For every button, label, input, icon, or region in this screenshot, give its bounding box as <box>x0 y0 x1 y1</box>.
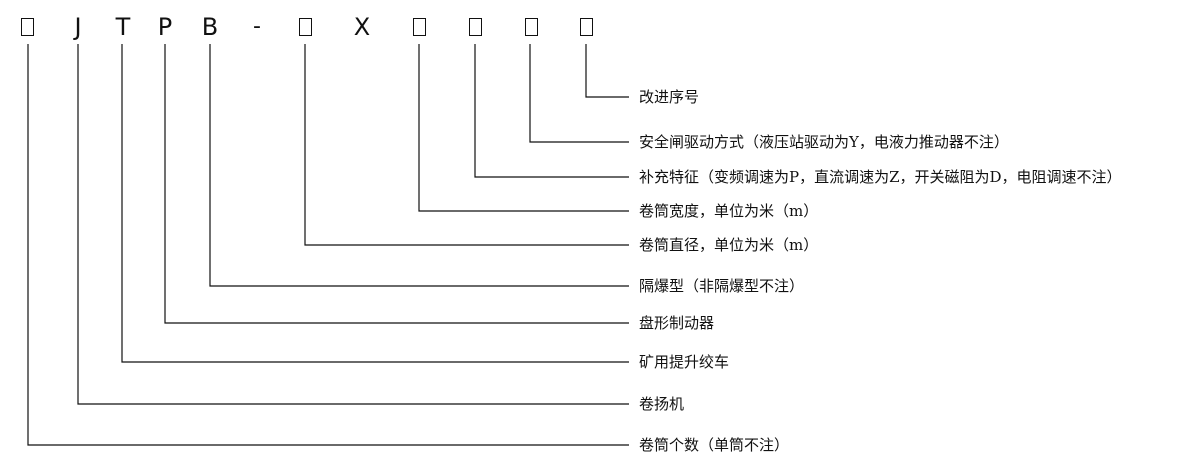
label-mine-hoist: 矿用提升绞车 <box>639 353 730 371</box>
connector-disc-brake <box>164 44 629 324</box>
code-token-t: T <box>115 13 131 41</box>
connector-safety-brake-drive <box>529 44 629 143</box>
code-token-b: B <box>201 13 219 41</box>
code-token-box-6 <box>580 18 593 36</box>
connector-winch <box>77 44 629 405</box>
connector-mine-hoist <box>121 44 629 363</box>
label-drum-width: 卷筒宽度，单位为米（m） <box>639 202 819 220</box>
label-supplementary-feature: 补充特征（变频调速为P，直流调速为Z，开关磁阻为D，电阻调速不注） <box>639 168 1122 186</box>
label-winch: 卷扬机 <box>639 395 685 413</box>
connector-drum-width <box>418 44 629 212</box>
code-token-j: J <box>74 13 82 41</box>
connector-drum-count <box>27 44 629 446</box>
connector-supplementary-feature <box>474 44 629 178</box>
label-explosion-proof: 隔爆型（非隔爆型不注） <box>639 277 805 295</box>
code-token-box-1 <box>21 18 34 36</box>
code-token-box-5 <box>525 18 538 36</box>
label-disc-brake: 盘形制动器 <box>639 314 715 332</box>
connector-explosion-proof <box>209 44 629 287</box>
label-drum-diameter: 卷筒直径，单位为米（m） <box>639 236 819 254</box>
connector-drum-diameter <box>304 44 629 246</box>
code-token-p: P <box>157 13 173 41</box>
code-token-box-4 <box>469 18 482 36</box>
label-drum-count: 卷筒个数（单筒不注） <box>639 436 790 454</box>
label-safety-brake-drive: 安全闸驱动方式（液压站驱动为Y，电液力推动器不注） <box>639 133 1009 151</box>
code-token-box-3 <box>413 18 426 36</box>
code-token-separator: - <box>253 14 261 39</box>
code-token-x: X <box>353 13 371 41</box>
code-token-box-2 <box>299 18 312 36</box>
label-improvement-number: 改进序号 <box>639 88 700 106</box>
connector-improvement-number <box>585 44 629 98</box>
